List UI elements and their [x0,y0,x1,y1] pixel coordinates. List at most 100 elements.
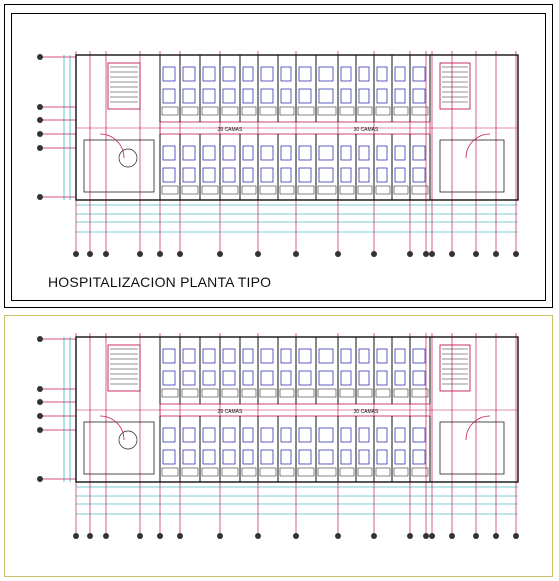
bed [182,66,196,82]
bed [394,66,406,82]
axis-bubble [37,104,43,110]
bed [222,427,236,443]
bed [298,88,312,104]
bed [202,145,216,161]
bed [394,370,406,386]
bathroom [317,467,337,477]
bed [412,370,426,386]
bathroom [317,106,337,116]
bed [340,88,352,104]
bed [202,88,216,104]
bed [412,88,426,104]
bathroom [393,467,409,477]
bed [162,167,176,183]
bathroom [357,185,373,195]
axis-bubble [157,533,163,539]
curved-wall [99,415,125,441]
bed [376,167,388,183]
bed [222,66,236,82]
bed [376,370,388,386]
bed [162,449,176,465]
bed [412,66,426,82]
bathroom [357,467,373,477]
bed [298,370,312,386]
bed [412,348,426,364]
axis-bubble [157,251,163,257]
axis-bubble [407,251,413,257]
axis-bubble [255,533,261,539]
bed [358,66,370,82]
axis-bubble [87,251,93,257]
bed [260,427,274,443]
bed [222,88,236,104]
axis-bubble [217,533,223,539]
axis-bubble [73,533,79,539]
axis-bubble [293,533,299,539]
bed [358,370,370,386]
round-table [118,430,138,450]
bed [182,449,196,465]
bed [162,348,176,364]
bed [202,348,216,364]
bathroom [241,467,257,477]
axis-bubble [423,251,429,257]
room-label: 30 CAMAS [354,127,379,133]
bathroom [259,106,277,116]
axis-bubble [137,251,143,257]
bathroom [241,185,257,195]
bed [412,167,426,183]
bed [394,427,406,443]
axis-bubble [37,399,43,405]
bathroom [411,467,429,477]
bathroom [201,185,219,195]
axis-bubble [449,533,455,539]
bathroom [259,388,277,398]
axis-bubble [429,251,435,257]
stair-core [107,62,141,110]
bathroom [241,106,257,116]
axis-bubble [103,251,109,257]
bed [412,427,426,443]
bed [298,66,312,82]
bed [182,167,196,183]
bed [376,348,388,364]
stair-core [439,344,471,392]
sheet-inner-frame [11,13,546,301]
bed [182,88,196,104]
bed [358,145,370,161]
bathroom [393,388,409,398]
bed [318,348,334,364]
bathroom [357,388,373,398]
nursing-station [83,421,155,475]
bed [242,348,254,364]
round-table [118,148,138,168]
axis-bubble [37,476,43,482]
bathroom [161,185,179,195]
axis-bubble [423,533,429,539]
bathroom [161,388,179,398]
bed [298,145,312,161]
bed [376,449,388,465]
axis-bubble [473,533,479,539]
bed [376,427,388,443]
nursing-station [83,139,155,193]
room-label: 30 CAMAS [354,409,379,415]
axis-bubble [37,131,43,137]
bathroom [221,185,239,195]
bed [260,348,274,364]
bed [318,449,334,465]
bathroom [411,185,429,195]
bathroom [181,467,199,477]
bed [340,66,352,82]
bathroom [279,185,295,195]
bathroom [375,467,391,477]
axis-bubble [137,533,143,539]
bed [358,167,370,183]
bathroom [297,106,315,116]
bathroom [279,467,295,477]
bed [202,370,216,386]
bed [280,370,292,386]
bed [260,449,274,465]
bathroom [221,388,239,398]
